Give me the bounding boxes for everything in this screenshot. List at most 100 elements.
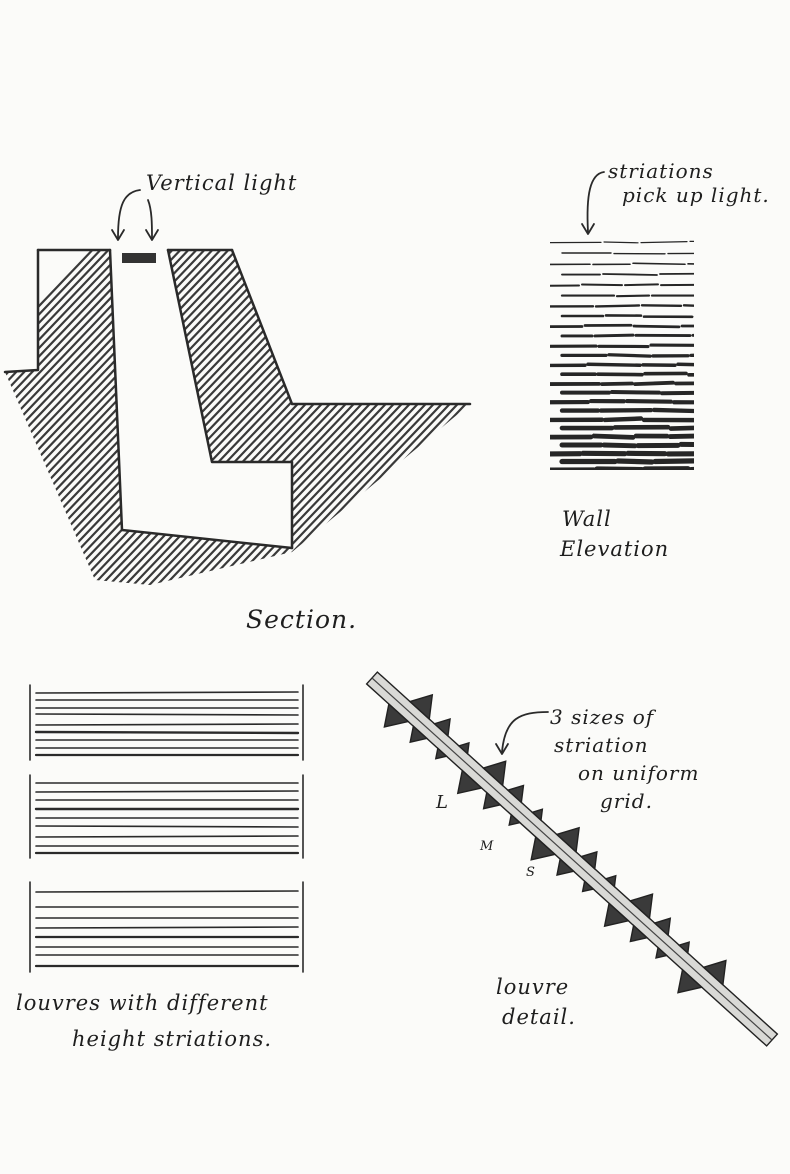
- hatch-stroke: [5, 250, 254, 585]
- striation-stroke: [667, 433, 694, 439]
- hatch-stroke: [780, 200, 790, 620]
- fin-lower: [530, 808, 544, 822]
- hatch-stroke: [5, 250, 142, 585]
- striations-label-line1: striations: [608, 159, 714, 183]
- hatch-stroke: [740, 200, 790, 620]
- hatch-stroke: [5, 250, 174, 585]
- striation-stroke: [693, 315, 694, 318]
- hatch-stroke: [5, 250, 334, 585]
- fin-upper: [556, 857, 576, 877]
- hatch-stroke: [5, 250, 158, 585]
- hatch-stroke: [684, 200, 790, 620]
- striation-stroke: [624, 283, 659, 287]
- striation-stroke: [586, 362, 642, 367]
- fin-lower: [457, 741, 470, 756]
- hatch-stroke: [772, 200, 790, 620]
- striation-stroke: [581, 283, 623, 287]
- hatch-stroke: [58, 250, 462, 585]
- striation-stroke: [624, 398, 674, 404]
- hatch-stroke: [210, 250, 470, 585]
- hatch-stroke: [5, 250, 406, 585]
- fin-upper: [508, 813, 522, 826]
- striation-stroke: [633, 380, 675, 387]
- hatch-stroke: [146, 250, 470, 585]
- sizes-label-line2: striation: [554, 733, 649, 757]
- louvres-label-line2: height striations.: [72, 1027, 272, 1051]
- section-label: Section.: [246, 605, 357, 634]
- vertical-light-arrows: [111, 189, 159, 241]
- hatch-stroke: [138, 250, 470, 585]
- striation-stroke: [607, 353, 652, 358]
- louvre-panel-1: [29, 684, 304, 761]
- hatch-stroke: [756, 200, 790, 620]
- striation-stroke: [640, 241, 688, 244]
- hatch-stroke: [218, 250, 470, 585]
- striation-stroke: [640, 304, 683, 308]
- striation-stroke: [610, 390, 661, 395]
- louvre-label-line1: louvre: [496, 975, 569, 999]
- hatch-stroke: [716, 200, 790, 620]
- hatch-stroke: [5, 250, 286, 585]
- striation-stroke: [668, 425, 694, 431]
- striation-stroke: [660, 390, 694, 396]
- hatch-stroke: [98, 250, 470, 585]
- blade-centerline: [371, 677, 773, 1041]
- fin-lower: [604, 874, 617, 889]
- hatch-stroke: [178, 250, 470, 585]
- fin-upper: [383, 702, 410, 728]
- fin-upper: [530, 835, 557, 861]
- fin-upper: [629, 924, 649, 943]
- fin-upper: [409, 724, 429, 744]
- louvre-panels: louvres with different height striations…: [16, 684, 304, 1051]
- fin-lower: [555, 826, 580, 854]
- wall-striations: [550, 240, 694, 470]
- striations-arrow: [581, 171, 605, 235]
- vertical-light-label: Vertical light: [146, 171, 297, 195]
- striation-stroke: [651, 407, 694, 414]
- wall-label-line1: Wall: [562, 507, 612, 531]
- fin-upper: [581, 879, 595, 893]
- size-medium-label: M: [479, 839, 494, 854]
- striation-stroke: [600, 381, 634, 387]
- hatch-stroke: [5, 250, 166, 585]
- fin-lower: [653, 917, 672, 937]
- striation-stroke: [602, 273, 658, 276]
- striation-stroke: [593, 333, 635, 338]
- hatch-stroke: [194, 250, 470, 585]
- hatch-stroke: [186, 250, 470, 585]
- striation-stroke: [594, 466, 645, 470]
- fin-lower: [677, 941, 691, 955]
- striation-stroke: [632, 262, 686, 266]
- hatch-stroke: [5, 250, 246, 585]
- hatch-stroke: [50, 250, 454, 585]
- hatch-stroke: [5, 250, 302, 585]
- louvre-blade: [365, 671, 779, 1047]
- hatch-stroke: [10, 250, 414, 585]
- size-small-label: S: [526, 865, 536, 880]
- striation-stroke: [632, 324, 681, 329]
- striation-stroke: [676, 362, 694, 367]
- hatch-stroke: [5, 250, 230, 585]
- hatch-stroke: [724, 200, 790, 620]
- fin-upper: [482, 791, 502, 810]
- fin-lower: [579, 850, 598, 871]
- hatch-stroke: [732, 200, 790, 620]
- fin-lower: [506, 784, 525, 804]
- fin-lower: [433, 718, 451, 738]
- hatch-stroke: [154, 250, 470, 585]
- hatch-stroke: [5, 250, 262, 585]
- striation-stroke: [594, 304, 641, 308]
- hatch-stroke: [692, 200, 790, 620]
- striation-stroke: [591, 433, 636, 440]
- louvre-detail-drawing: 3 sizes of striation on uniform grid. L …: [365, 671, 779, 1047]
- wall-label-line2: Elevation: [559, 537, 669, 561]
- fin-lower: [482, 760, 507, 787]
- louvre-label-line2: detail.: [502, 1005, 576, 1029]
- section-outline: [3, 248, 472, 550]
- striation-stroke: [615, 294, 651, 298]
- hatch-stroke: [5, 250, 150, 585]
- hatch-stroke: [764, 200, 790, 620]
- fin-upper: [677, 968, 704, 994]
- skylight-glazing: [122, 253, 156, 263]
